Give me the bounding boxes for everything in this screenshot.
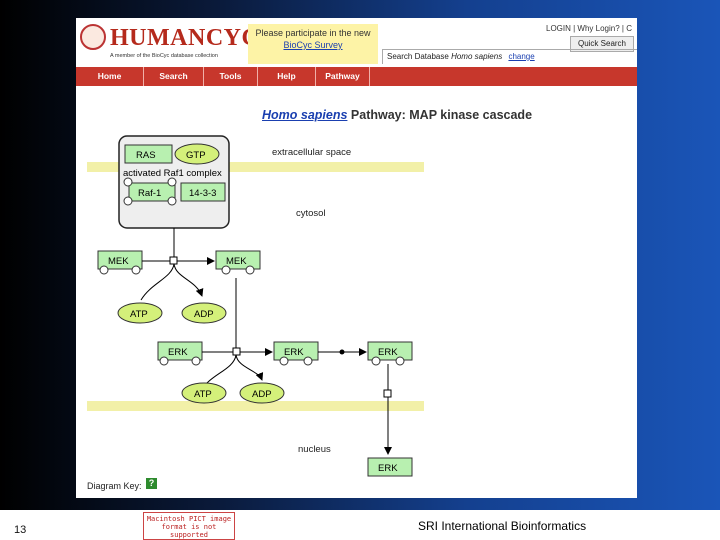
mek-node[interactable] [97, 250, 143, 270]
reaction-node [383, 389, 392, 398]
nav-home[interactable]: Home [76, 67, 144, 86]
reaction-node [169, 256, 178, 265]
protein-state-circle [159, 356, 169, 366]
nav-tools[interactable]: Tools [204, 67, 258, 86]
search-label: Search Database [387, 52, 449, 61]
reaction-node [232, 347, 241, 356]
phospho-site [221, 265, 231, 275]
adp-label: ADP [194, 309, 214, 320]
erk-node[interactable] [157, 341, 203, 361]
erk-nuclear-node[interactable] [367, 457, 413, 477]
mek-phospho-node[interactable] [215, 250, 261, 270]
atp-label: ATP [130, 309, 148, 320]
atp-label: ATP [194, 389, 212, 400]
phospho-site [371, 356, 381, 366]
gtp-node[interactable] [174, 143, 220, 165]
gtp-label: GTP [186, 150, 206, 161]
survey-text: Please participate in the new [255, 28, 371, 38]
phospho-site [245, 265, 255, 275]
help-icon[interactable]: ? [146, 478, 157, 489]
nuclear-membrane [87, 401, 424, 411]
survey-banner: Please participate in the new BioCyc Sur… [248, 24, 378, 64]
protein-state-circle [99, 265, 109, 275]
raf1-node[interactable] [128, 182, 176, 202]
vitruvian-logo-icon [80, 24, 106, 50]
diagram-key-label: Diagram Key: [87, 481, 142, 491]
phospho-site [279, 356, 289, 366]
species-link[interactable]: Homo sapiens [262, 108, 348, 122]
protein-14-3-3-label: 14-3-3 [189, 188, 216, 199]
site-header: HUMANCYC A member of the BioCyc database… [76, 18, 637, 66]
quick-search-button[interactable]: Quick Search [570, 36, 634, 52]
raf1-label: Raf-1 [138, 188, 161, 199]
atp-edge [205, 354, 237, 385]
survey-link[interactable]: BioCyc Survey [283, 40, 343, 50]
phospho-site [167, 196, 177, 206]
compartment-cytosol: cytosol [296, 208, 326, 219]
protein-state-circle [131, 265, 141, 275]
phospho-site [167, 177, 177, 187]
atp-edge [140, 263, 175, 301]
phospho-site [123, 196, 133, 206]
pathway-diagram: extracellular space cytosol nucleus RAS … [87, 135, 424, 477]
phospho-site [395, 356, 405, 366]
page-title: Homo sapiens Pathway: MAP kinase cascade [262, 108, 532, 122]
atp-node[interactable] [117, 302, 163, 324]
protein-14-3-3-node[interactable] [180, 182, 226, 202]
nav-pathway[interactable]: Pathway [316, 67, 370, 86]
adp-label: ADP [252, 389, 272, 400]
search-database-bar: Search Database Homo sapiens change [382, 49, 637, 64]
erk-phospho-node[interactable] [273, 341, 319, 361]
erk-dimer-label: ERK [378, 347, 398, 358]
reaction-dot [339, 349, 345, 355]
phospho-site [123, 177, 133, 187]
nav-bar: Home Search Tools Help Pathway [76, 67, 637, 86]
slide-number: 13 [14, 524, 27, 536]
humancyc-logo[interactable]: HUMANCYC A member of the BioCyc database… [80, 22, 259, 62]
protein-state-circle [191, 356, 201, 366]
ras-label: RAS [136, 150, 156, 161]
atp-node[interactable] [181, 382, 227, 404]
plasma-membrane [87, 162, 424, 172]
erk-dimer-node[interactable] [367, 341, 413, 361]
adp-node[interactable] [181, 302, 227, 324]
browser-screenshot: HUMANCYC A member of the BioCyc database… [76, 18, 637, 498]
adp-node[interactable] [239, 382, 285, 404]
logo-text: HUMANCYC [110, 25, 260, 51]
phospho-site [303, 356, 313, 366]
search-organism: Homo sapiens [451, 52, 503, 61]
adp-edge [235, 354, 264, 381]
nav-search[interactable]: Search [144, 67, 204, 86]
nav-help[interactable]: Help [258, 67, 316, 86]
logo-subtitle: A member of the BioCyc database collecti… [110, 53, 218, 59]
title-text: Pathway: MAP kinase cascade [347, 108, 533, 122]
adp-edge [173, 263, 204, 297]
mek-phospho-label: MEK [226, 256, 247, 267]
unsupported-pict-image: Macintosh PICT image format is not suppo… [143, 512, 235, 540]
mek-label: MEK [108, 256, 129, 267]
erk-phospho-label: ERK [284, 347, 304, 358]
change-organism-link[interactable]: change [508, 52, 535, 61]
erk-label: ERK [168, 347, 188, 358]
erk-nuclear-label: ERK [378, 463, 398, 474]
login-links[interactable]: LOGIN | Why Login? | C [546, 24, 632, 33]
slide-footer [0, 510, 720, 540]
ras-node[interactable] [124, 144, 173, 164]
complex-label: activated Raf1 complex [123, 168, 222, 179]
compartment-nucleus: nucleus [298, 444, 331, 455]
footer-credit: SRI International Bioinformatics [418, 519, 587, 533]
compartment-extracellular: extracellular space [272, 147, 351, 158]
